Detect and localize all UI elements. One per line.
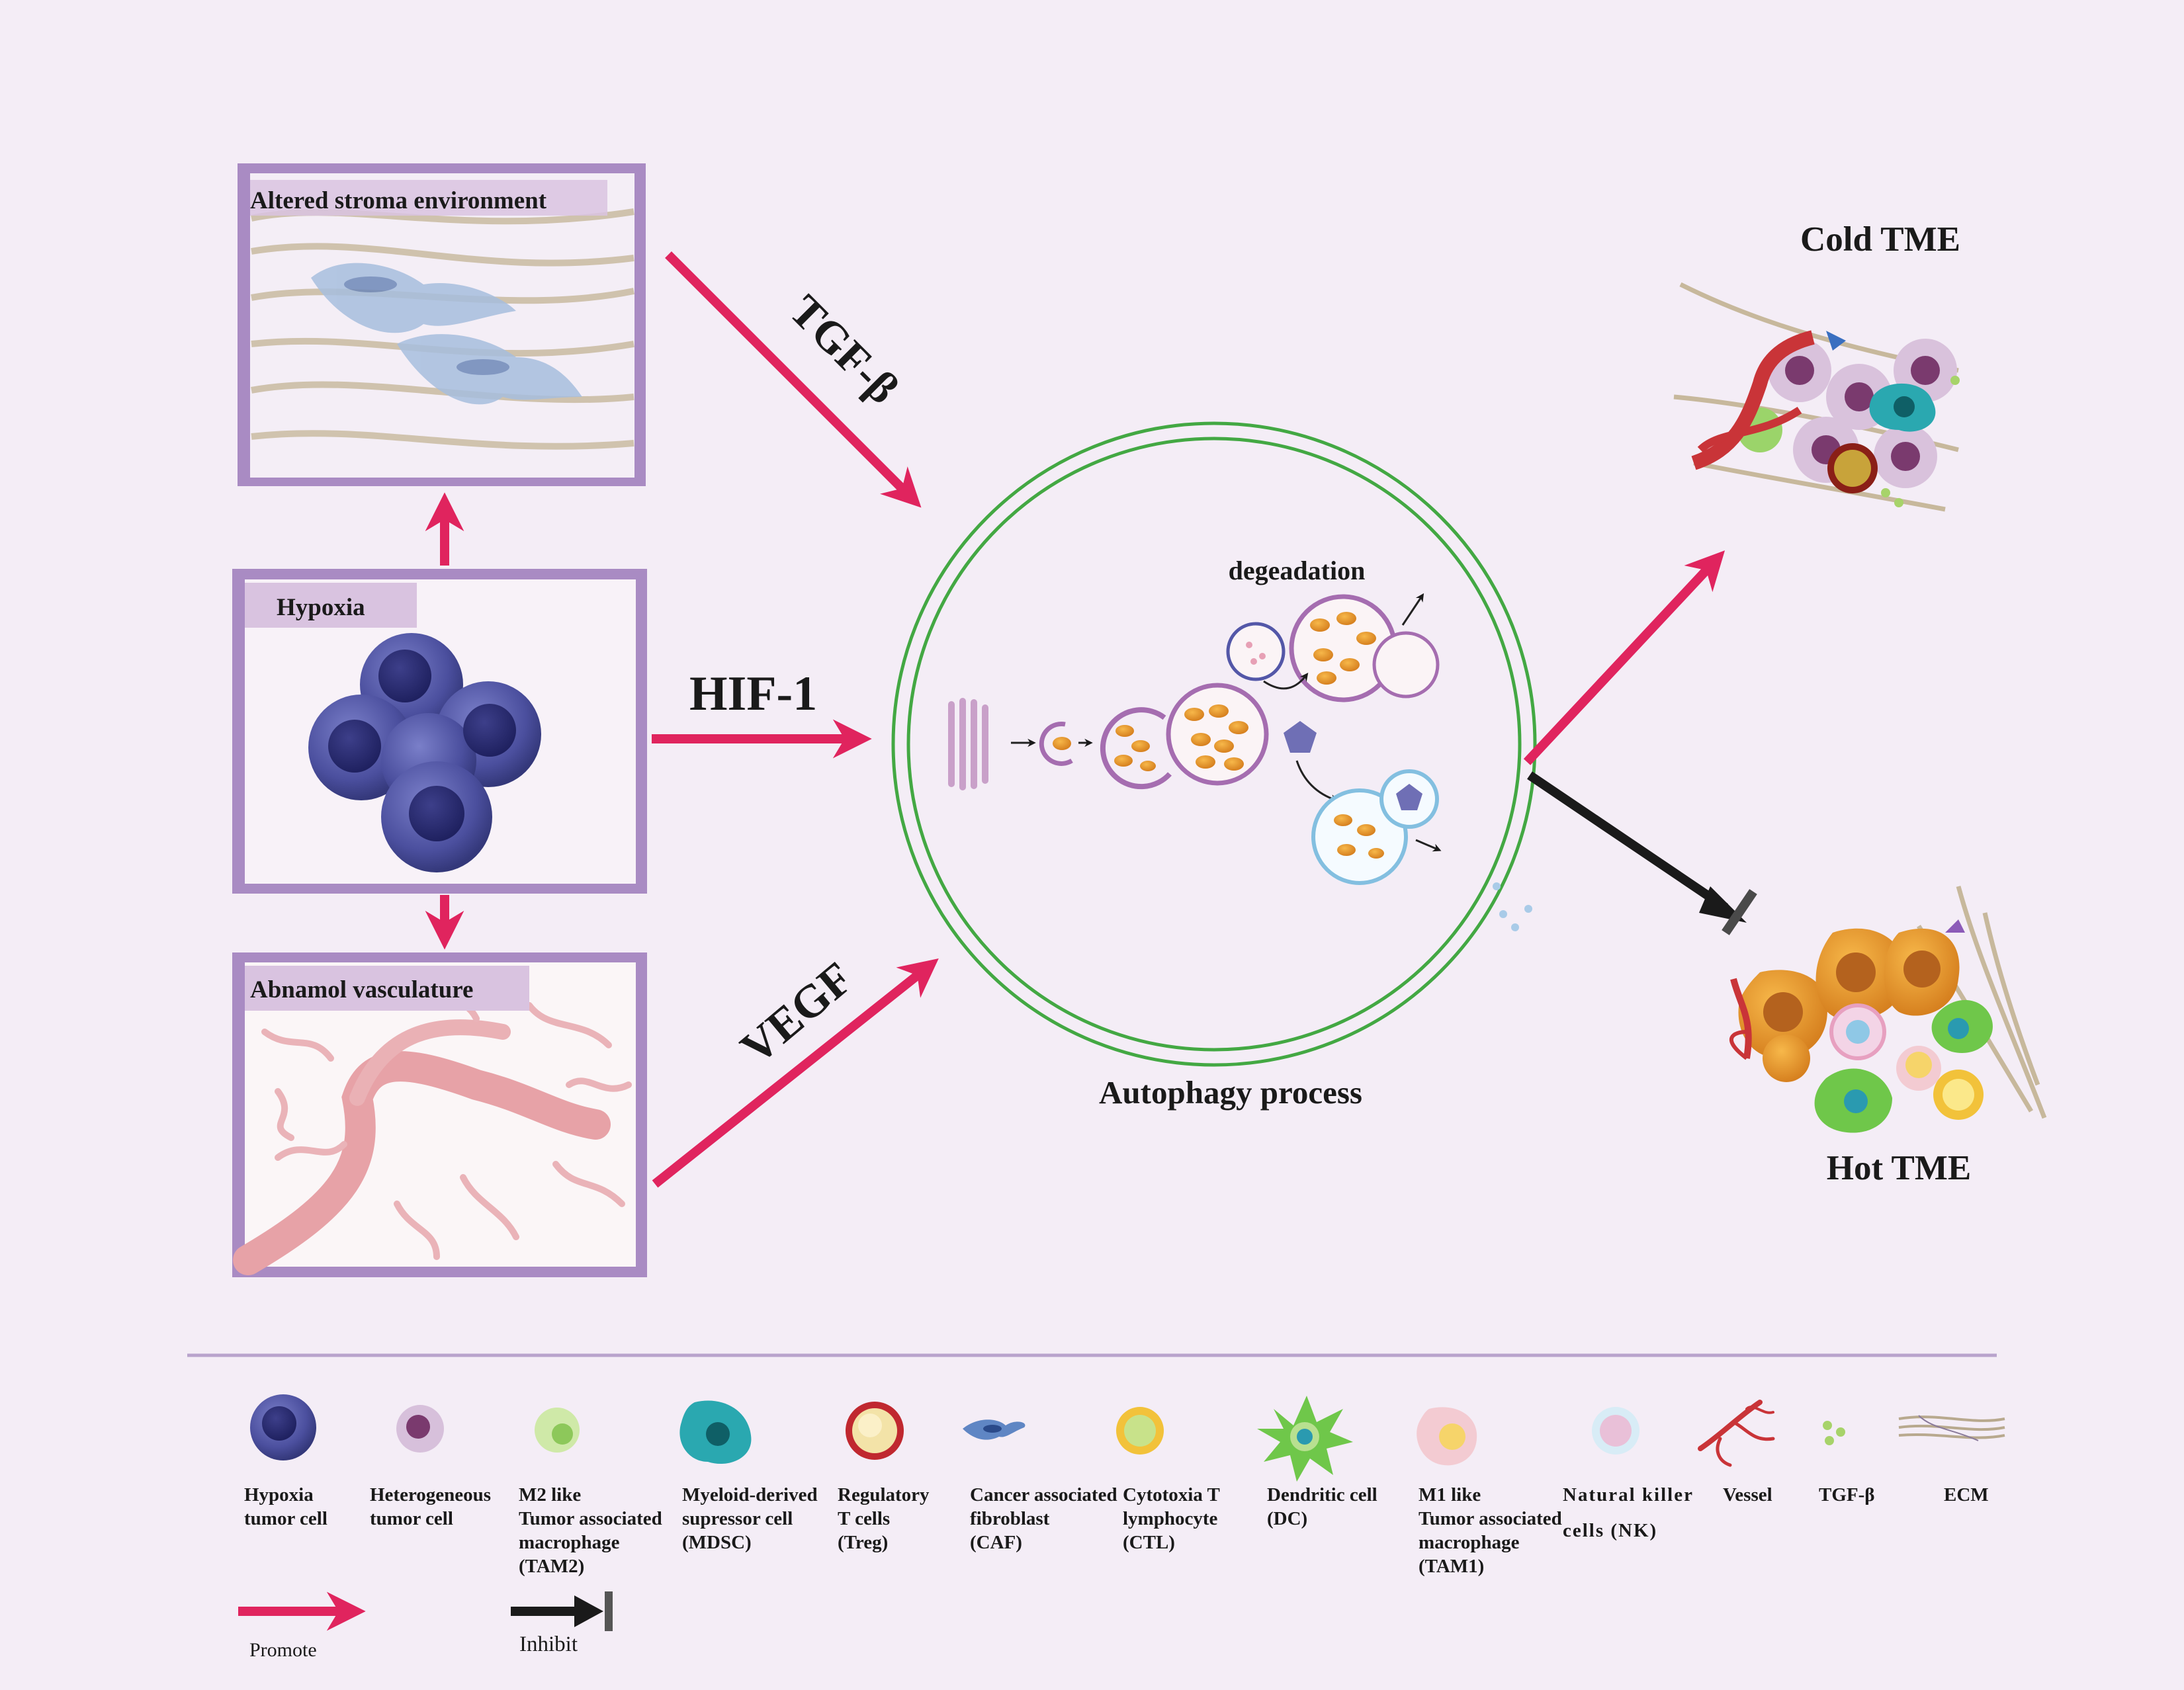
legend-label-vessel: Vessel [1723,1484,1772,1505]
hypoxia-tumor-cells-illustration [308,633,541,872]
hypoxia-panel-title: Hypoxia [277,594,365,621]
legend-label-treg: Regulatory T cells (Treg) [838,1484,934,1553]
mdsc-icon [679,1400,752,1464]
heterogeneous-tumor-cell-icon [396,1405,444,1453]
ecm-icon [1898,1415,2005,1441]
vegf-arrow [652,958,939,1188]
legend-label-dc: Dendritic cell (DC) [1267,1484,1382,1529]
caf-illustration [311,263,582,405]
stroma-panel-title: Altered stroma environment [250,187,547,214]
legend-labels: Hypoxia tumor cell Heterogeneous tumor c… [244,1484,1989,1577]
legend-icons [250,1394,2005,1482]
dendritic-cell-icon [1257,1396,1353,1482]
hot-tme-title: Hot TME [1827,1149,1971,1187]
hot-tme-illustration [1729,886,2047,1133]
stroma-label-bg [250,180,607,216]
stroma-panel: Altered stroma environment [238,163,646,486]
legend-label-ctl: Cytotoxia T lymphocyte (CTL) [1123,1484,1225,1553]
vasculature-panel: Abnamol vasculature [232,952,647,1277]
legend-label-tgf-beta: TGF-β [1819,1484,1875,1505]
tgf-label: TGF-β [780,285,908,413]
tgf-beta-icon [1823,1421,1845,1445]
cold-tme-arrow [1523,550,1725,765]
autophagy-title: Autophagy process [1099,1074,1362,1111]
legend-label-caf: Cancer associated fibroblast (CAF) [970,1484,1122,1553]
caf-icon [963,1419,1026,1440]
inhibit-key-label: Inhibit [519,1632,578,1656]
ctl-icon [1116,1407,1164,1455]
vasculature-label-bg [245,966,529,1011]
vessel-illustration [233,976,632,1275]
cold-tme-illustration [1673,282,1960,512]
treg-icon [846,1402,904,1460]
vessel-icon [1698,1400,1775,1467]
legend-label-heterogeneous-tumor-cell: Heterogeneous tumor cell [370,1484,496,1529]
legend-label-m1-macrophage: M1 like Tumor associated macrophage (TAM… [1419,1484,1567,1577]
nk-cell-icon [1592,1407,1639,1455]
m2-macrophage-icon [535,1408,580,1453]
legend-label-mdsc: Myeloid-derived supressor cell (MDSC) [682,1484,822,1553]
cold-tme-title: Cold TME [1800,220,1960,259]
hypoxia-label-bg [245,583,417,628]
vasculature-panel-title: Abnamol vasculature [250,976,473,1003]
promote-key-label: Promote [249,1639,317,1661]
autophagy-steps-illustration [948,593,1532,931]
inhibit-arrow [1527,771,1757,935]
legend-label-nk-cell: Natural killer cells (NK) [1563,1484,1700,1541]
autophagy-ring [891,421,1537,1067]
legend-label-hypoxia-tumor-cell: Hypoxia tumor cell [244,1484,328,1529]
hypoxia-tumor-cell-icon [250,1394,316,1460]
tgf-arrow [665,251,922,508]
m1-macrophage-icon [1417,1407,1477,1466]
legend-label-ecm: ECM [1944,1484,1989,1505]
inhibit-key-arrow [511,1591,613,1631]
degradation-label: degeadation [1229,556,1366,585]
legend-label-m2-macrophage: M2 like Tumor associated macrophage (TAM… [519,1484,667,1577]
hypoxia-panel: Hypoxia [232,569,647,894]
vegf-label: VEGF [732,952,863,1074]
hif-label: HIF-1 [689,667,817,721]
